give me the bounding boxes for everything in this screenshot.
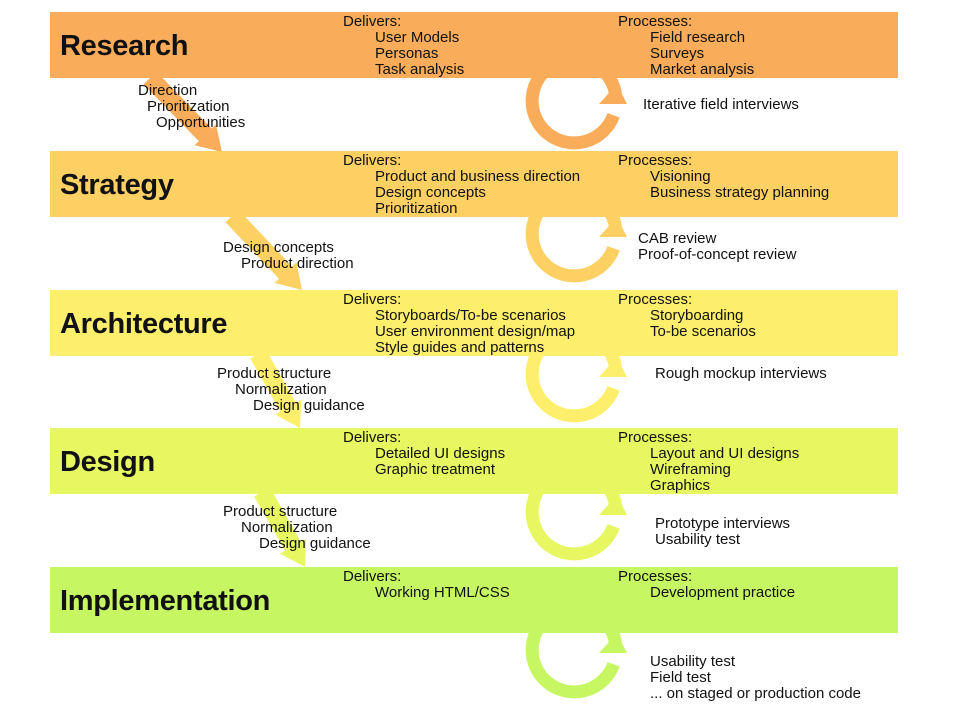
delivers-item: Style guides and patterns [375,339,545,356]
processes-heading-architecture: Processes: [618,291,693,308]
transition-label: Product structure [223,503,338,520]
processes-item: Development practice [650,584,796,601]
delivers-item: Personas [375,45,439,62]
processes-item: Storyboarding [650,307,744,324]
delivers-item: Detailed UI designs [375,445,506,462]
transition-label: Design guidance [259,535,371,552]
cycle-label: ... on staged or production code [650,685,861,702]
cycle-label: Prototype interviews [655,515,791,532]
processes-heading-research: Processes: [618,13,693,30]
transition-label: Product direction [241,255,354,272]
phase-title-architecture: Architecture [60,308,228,340]
delivers-item: User environment design/map [375,323,576,340]
phase-band-design [50,428,898,494]
transition-label: Normalization [235,381,327,398]
delivers-heading-implementation: Delivers: [343,568,402,585]
delivers-heading-strategy: Delivers: [343,152,402,169]
processes-item: Field research [650,29,746,46]
processes-heading-implementation: Processes: [618,568,693,585]
delivers-item: Prioritization [375,200,458,217]
cycle-label: Usability test [655,531,741,548]
delivers-item: Storyboards/To-be scenarios [375,307,566,324]
processes-item: Visioning [650,168,711,185]
phase-band-research [50,12,898,78]
delivers-item: Working HTML/CSS [375,584,510,601]
transition-label: Direction [138,82,198,99]
delivers-item: Design concepts [375,184,486,201]
processes-heading-design: Processes: [618,429,693,446]
phase-band-strategy [50,151,898,217]
processes-item: Wireframing [650,461,731,478]
cycle-arrowhead [599,633,627,653]
transition-label: Normalization [241,519,333,536]
phase-title-implementation: Implementation [60,585,271,617]
transition-label: Design guidance [253,397,365,414]
delivers-item: Product and business direction [375,168,581,185]
cycle-arrowhead [599,495,627,515]
cycle-label: Field test [650,669,711,686]
processes-heading-strategy: Processes: [618,152,693,169]
cycle-label: Rough mockup interviews [655,365,827,382]
delivers-item: User Models [375,29,460,46]
processes-item: Layout and UI designs [650,445,800,462]
delivers-heading-research: Delivers: [343,13,402,30]
phase-title-strategy: Strategy [60,169,174,201]
delivers-item: Task analysis [375,61,465,78]
processes-item: Surveys [650,45,705,62]
cycle-label: CAB review [638,230,717,247]
cycle-arrowhead [599,357,627,377]
transition-label: Prioritization [147,98,230,115]
processes-item: Business strategy planning [650,184,830,201]
delivers-heading-design: Delivers: [343,429,402,446]
cycle-arrowhead [599,84,627,104]
transition-label: Product structure [217,365,332,382]
delivers-item: Graphic treatment [375,461,496,478]
cycle-label: Proof-of-concept review [638,246,797,263]
processes-item: Market analysis [650,61,755,78]
processes-item: To-be scenarios [650,323,756,340]
cycle-arrowhead [599,217,627,237]
cycle-label: Usability test [650,653,736,670]
processes-item: Graphics [650,477,711,494]
phase-band-architecture [50,290,898,356]
phase-band-implementation [50,567,898,633]
phase-title-design: Design [60,446,155,478]
phase-title-research: Research [60,30,189,62]
cycle-label: Iterative field interviews [643,96,799,113]
transition-label: Opportunities [156,114,246,131]
transition-label: Design concepts [223,239,334,256]
delivers-heading-architecture: Delivers: [343,291,402,308]
